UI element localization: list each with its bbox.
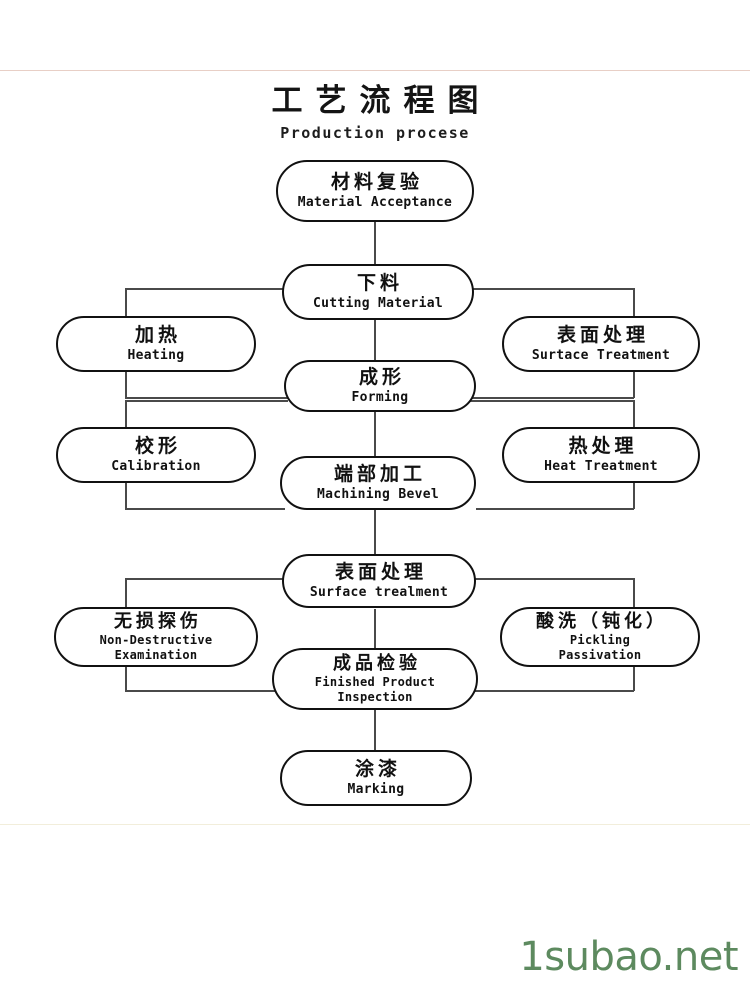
node-surface-treatment-2[interactable]: 表面处理 Surface trealment xyxy=(282,554,476,608)
diagram-title-block: 工艺流程图 Production procese xyxy=(0,83,750,142)
node-surface-treatment-1[interactable]: 表面处理 Surtace Treatment xyxy=(502,316,700,372)
node-label-en: Surtace Treatment xyxy=(531,347,671,363)
node-machining-bevel[interactable]: 端部加工 Machining Bevel xyxy=(280,456,476,510)
node-label-cn: 涂漆 xyxy=(354,758,401,781)
edge-heattreat-drop xyxy=(633,482,635,509)
edge-forming-to-machining xyxy=(374,410,376,458)
node-label-cn: 成形 xyxy=(358,366,405,389)
node-non-destructive-examination[interactable]: 无损探伤 Non-Destructive Examination xyxy=(54,607,258,667)
node-label-en: Machining Bevel xyxy=(317,486,439,502)
node-pickling-passivation[interactable]: 酸洗（钝化） Pickling Passivation xyxy=(500,607,700,667)
node-finished-product-inspection[interactable]: 成品检验 Finished Product Inspection xyxy=(272,648,478,710)
edge-heattreat-merge xyxy=(476,508,634,510)
edge-heating-drop xyxy=(125,371,127,398)
page-title-cn: 工艺流程图 xyxy=(271,83,492,119)
edge-machining-to-surface2 xyxy=(374,510,376,558)
node-label-cn: 端部加工 xyxy=(333,463,426,486)
node-label-cn: 加热 xyxy=(134,324,181,347)
node-marking[interactable]: 涂漆 Marking xyxy=(280,750,472,806)
edge-surface2-drop-left xyxy=(125,578,127,608)
edge-pickling-merge xyxy=(472,690,634,692)
edge-heating-merge-forming xyxy=(125,397,289,399)
edge-cutting-branch-right xyxy=(466,288,634,290)
node-label-en: Cutting Material xyxy=(312,295,444,311)
bottom-divider-rule xyxy=(0,824,750,825)
edge-forming-branch-left xyxy=(125,400,288,402)
edge-pickling-drop xyxy=(633,665,635,691)
edge-surface1-drop xyxy=(633,371,635,398)
node-label-en: Marking xyxy=(347,781,405,797)
node-label-en: Pickling Passivation xyxy=(558,633,642,663)
edge-surface2-to-inspection xyxy=(374,609,376,654)
node-label-en: Calibration xyxy=(111,458,201,474)
node-label-cn: 热处理 xyxy=(568,435,638,458)
node-heating[interactable]: 加热 Heating xyxy=(56,316,256,372)
edge-calibration-merge xyxy=(125,508,285,510)
node-label-en: Forming xyxy=(351,389,409,405)
node-label-cn: 表面处理 xyxy=(334,561,427,584)
node-label-en: Non-Destructive Examination xyxy=(99,633,213,663)
edge-ndt-merge xyxy=(125,690,285,692)
edge-surface2-drop-right xyxy=(633,578,635,608)
node-label-cn: 校形 xyxy=(134,435,181,458)
edge-ndt-drop xyxy=(125,665,127,691)
node-label-en: Surface trealment xyxy=(309,584,449,600)
edge-surface1-merge-forming xyxy=(470,397,634,399)
node-label-en: Heating xyxy=(127,347,185,363)
node-label-en: Heat Treatment xyxy=(544,458,658,474)
node-heat-treatment[interactable]: 热处理 Heat Treatment xyxy=(502,427,700,483)
edge-forming-drop-left xyxy=(125,400,127,430)
edge-acceptance-to-cutting xyxy=(374,221,376,266)
node-label-en: Material Acceptance xyxy=(297,194,453,210)
node-label-cn: 表面处理 xyxy=(556,324,649,347)
edge-surface2-branch-right xyxy=(470,578,634,580)
node-forming[interactable]: 成形 Forming xyxy=(284,360,476,412)
node-label-en: Finished Product Inspection xyxy=(314,675,436,705)
node-material-acceptance[interactable]: 材料复验 Material Acceptance xyxy=(276,160,474,222)
page-title-en: Production procese xyxy=(280,123,470,142)
top-divider-rule xyxy=(0,70,750,71)
node-label-cn: 无损探伤 xyxy=(114,611,202,633)
edge-cutting-drop-left xyxy=(125,288,127,318)
node-calibration[interactable]: 校形 Calibration xyxy=(56,427,256,483)
node-label-cn: 材料复验 xyxy=(330,171,423,194)
edge-cutting-drop-right xyxy=(633,288,635,317)
node-cutting-material[interactable]: 下料 Cutting Material xyxy=(282,264,474,320)
edge-cutting-to-forming xyxy=(374,318,376,364)
edge-cutting-branch-left xyxy=(125,288,290,290)
edge-inspection-to-marking xyxy=(374,708,376,752)
edge-forming-branch-right xyxy=(470,400,634,402)
site-watermark: 1subao.net xyxy=(519,934,738,980)
edge-surface2-branch-left xyxy=(125,578,290,580)
node-label-cn: 成品检验 xyxy=(333,653,421,675)
node-label-cn: 酸洗（钝化） xyxy=(536,611,668,633)
edge-forming-drop-right xyxy=(633,400,635,430)
node-label-cn: 下料 xyxy=(356,272,403,295)
edge-calibration-drop xyxy=(125,482,127,509)
